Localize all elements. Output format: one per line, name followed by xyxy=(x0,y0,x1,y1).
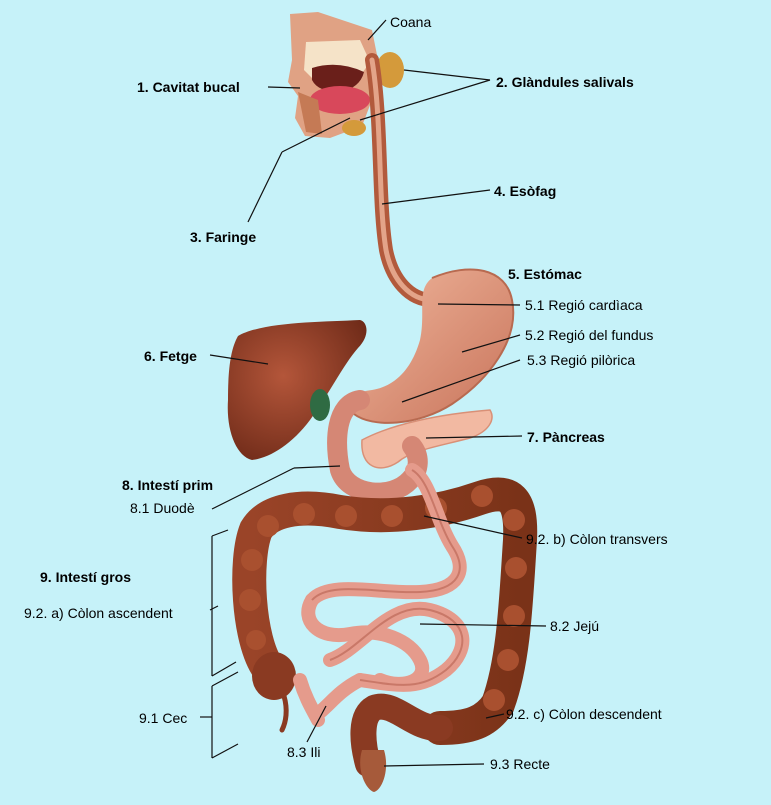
label-coana: Coana xyxy=(390,14,432,30)
label-fetge: 6. Fetge xyxy=(144,348,197,364)
label-regio-fundus: 5.2 Regió del fundus xyxy=(525,327,654,343)
label-colon-descendent: 9.2. c) Còlon descendent xyxy=(506,706,662,722)
label-recte: 9.3 Recte xyxy=(490,756,550,772)
label-glandules-salivals: 2. Glàndules salivals xyxy=(496,74,634,90)
colon-haustra xyxy=(239,485,527,711)
label-regio-cardiaca: 5.1 Regió cardìaca xyxy=(525,297,643,313)
tongue-shape xyxy=(310,86,370,114)
label-colon-ascendent: 9.2. a) Còlon ascendent xyxy=(24,605,173,621)
label-faringe: 3. Faringe xyxy=(190,229,257,245)
label-pancreas: 7. Pàncreas xyxy=(527,429,605,445)
sigmoid-shape xyxy=(350,693,453,777)
colon-shape xyxy=(232,477,538,745)
label-duode: 8.1 Duodè xyxy=(130,500,195,516)
label-cec: 9.1 Cec xyxy=(139,710,188,726)
label-esofag: 4. Esòfag xyxy=(494,183,557,199)
label-ili: 8.3 Ili xyxy=(287,744,321,760)
liver-shape xyxy=(227,320,367,460)
small-intestine-detail xyxy=(311,469,464,686)
stomach-shape xyxy=(349,269,514,423)
pancreas-shape xyxy=(361,409,493,469)
label-estomac: 5. Estómac xyxy=(508,266,582,282)
gallbladder-shape xyxy=(310,389,330,421)
rectum-shape xyxy=(360,750,387,792)
label-colon-transvers: 9.2. b) Còlon transvers xyxy=(526,531,668,547)
appendix-shape xyxy=(279,693,289,733)
leader-lines xyxy=(200,19,547,767)
head-cross-section xyxy=(288,12,404,138)
submandibular-gland-shape xyxy=(342,120,366,136)
label-regio-pilorica: 5.3 Regió pilòrica xyxy=(527,352,636,368)
caecum-shape xyxy=(252,652,296,700)
label-intesti-gros: 9. Intestí gros xyxy=(40,569,132,585)
label-intesti-prim: 8. Intestí prim xyxy=(122,477,214,493)
parotid-gland-shape xyxy=(376,52,404,88)
label-jeju: 8.2 Jejú xyxy=(550,618,600,634)
label-cavitat-bucal: 1. Cavitat bucal xyxy=(137,79,240,95)
